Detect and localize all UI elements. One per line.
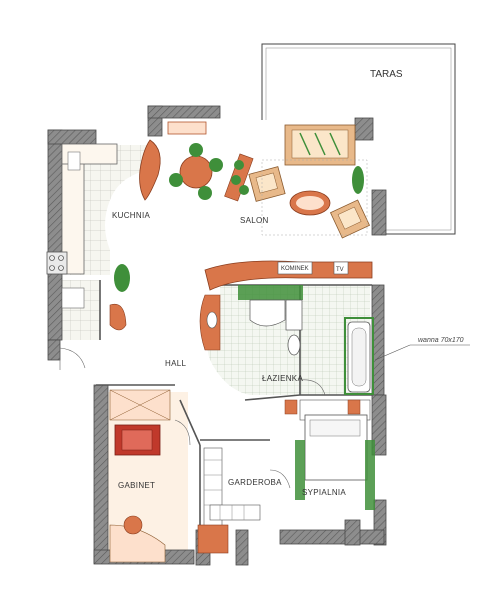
wardrobe [197,447,261,554]
dining-table [169,143,223,200]
fixture-label-kominek: KOMINEK [281,266,309,272]
doors [59,347,326,489]
room-label-taras: TARAS [370,69,403,80]
room-label-sypialnia: SYPIALNIA [302,488,346,497]
fireplace [204,260,373,291]
room-label-hall: HALL [165,359,186,368]
room-label-salon: SALON [240,216,269,225]
room-label-lazienka: ŁAZIENKA [262,374,303,383]
study-furniture [109,389,171,563]
bathtub-note: wanna 70x170 [418,337,464,344]
room-label-garderoba: GARDEROBA [228,478,282,487]
room-label-gabinet: GABINET [118,481,155,490]
bedroom-furniture [284,399,375,510]
bathtub-annotation: wanna 70x170 [374,337,470,361]
room-label-kuchnia: KUCHNIA [112,211,150,220]
fixture-label-tv: TV [336,267,344,273]
bathroom-fixtures [199,285,374,395]
kitchen-counters [46,121,207,331]
salon-furniture [224,124,371,239]
